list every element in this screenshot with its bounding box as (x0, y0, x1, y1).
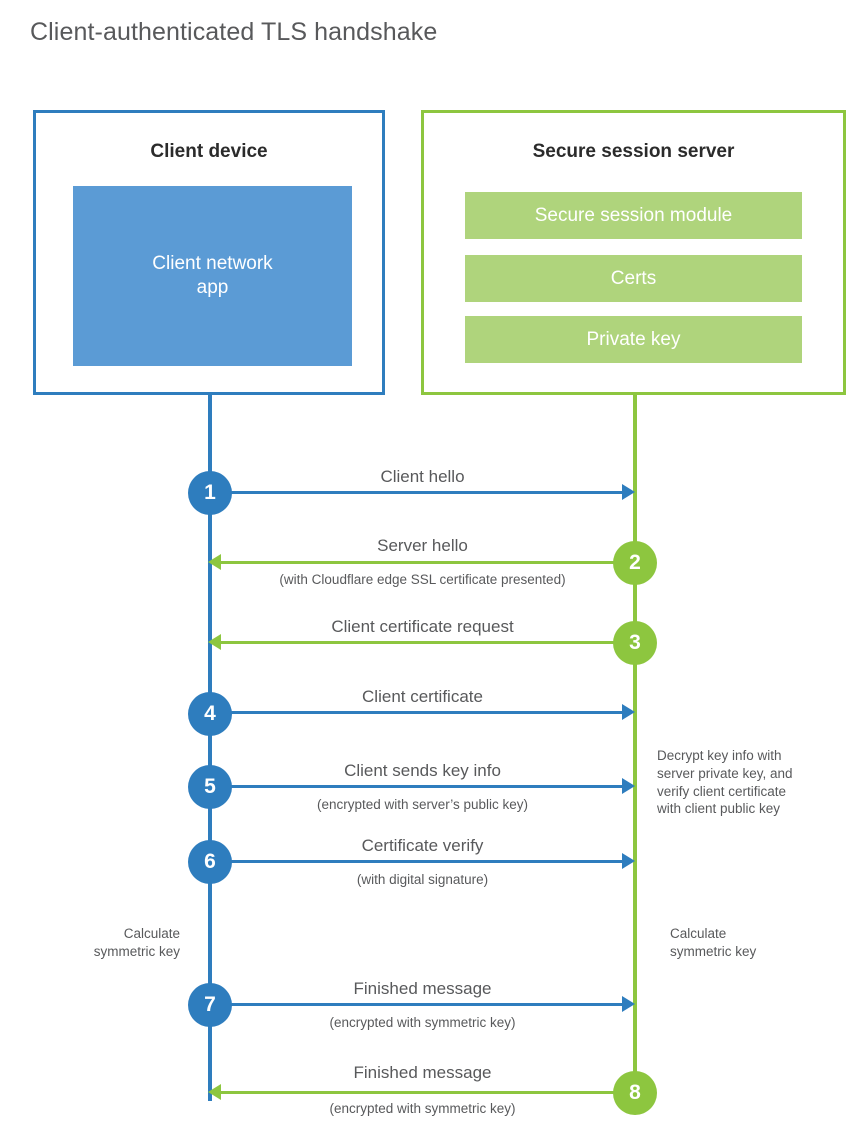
step-8-arrow-head-icon (208, 1084, 221, 1100)
step-4-label: Client certificate (362, 687, 483, 706)
step-8-arrow-line (221, 1091, 635, 1094)
step-5-label: Client sends key info (344, 761, 501, 780)
step-badge-2[interactable]: 2 (613, 541, 657, 585)
step-6-label: Certificate verify (361, 836, 484, 855)
step-3-arrow-line (221, 641, 635, 644)
step-1-arrow-head-icon (622, 484, 635, 500)
step-2-arrow-head-icon (208, 554, 221, 570)
client-device-box: Client device Client network app (33, 110, 385, 395)
step-7-arrow-line (210, 1003, 622, 1006)
step-7-label: Finished message (353, 979, 492, 998)
step-6-sublabel: (with digital signature) (356, 872, 489, 887)
step-3-arrow-head-icon (208, 634, 221, 650)
server-component-secure-session-module: Secure session module (465, 192, 802, 239)
step-2-sublabel: (with Cloudflare edge SSL certificate pr… (279, 572, 566, 587)
step-1-label: Client hello (380, 467, 465, 486)
step-badge-1[interactable]: 1 (188, 471, 232, 515)
server-component-certs: Certs (465, 255, 802, 302)
server-component-private-key: Private key (465, 316, 802, 363)
client-network-app-block: Client network app (73, 186, 352, 366)
step-4-arrow-line (210, 711, 622, 714)
step-2-arrow-line (221, 561, 635, 564)
server-calculate-symmetric-key-note: Calculate symmetric key (670, 926, 757, 959)
secure-session-server-title: Secure session server (532, 141, 735, 162)
step-4-arrow-head-icon (622, 704, 635, 720)
step-6-arrow-line (210, 860, 622, 863)
step-badge-6[interactable]: 6 (188, 840, 232, 884)
step-1-arrow-line (210, 491, 622, 494)
secure-session-server-box: Secure session server Secure session mod… (421, 110, 846, 395)
step-3-label: Client certificate request (331, 617, 514, 636)
client-calculate-symmetric-key-note: Calculate symmetric key (93, 926, 180, 959)
step-badge-4[interactable]: 4 (188, 692, 232, 736)
step-5-arrow-line (210, 785, 622, 788)
server-decrypt-note: Decrypt key info with server private key… (657, 748, 793, 817)
step-badge-8[interactable]: 8 (613, 1071, 657, 1115)
step-5-sublabel: (encrypted with server’s public key) (316, 797, 529, 812)
server-lifeline (633, 394, 637, 1094)
step-badge-3[interactable]: 3 (613, 621, 657, 665)
page-title: Client-authenticated TLS handshake (30, 18, 438, 46)
step-7-arrow-head-icon (622, 996, 635, 1012)
step-2-label: Server hello (377, 536, 468, 555)
step-7-sublabel: (encrypted with symmetric key) (329, 1015, 516, 1030)
step-8-sublabel: (encrypted with symmetric key) (329, 1101, 516, 1116)
step-8-label: Finished message (353, 1063, 492, 1082)
step-badge-7[interactable]: 7 (188, 983, 232, 1027)
step-6-arrow-head-icon (622, 853, 635, 869)
client-lifeline (208, 394, 212, 1101)
step-badge-5[interactable]: 5 (188, 765, 232, 809)
client-device-title: Client device (150, 141, 268, 162)
step-5-arrow-head-icon (622, 778, 635, 794)
